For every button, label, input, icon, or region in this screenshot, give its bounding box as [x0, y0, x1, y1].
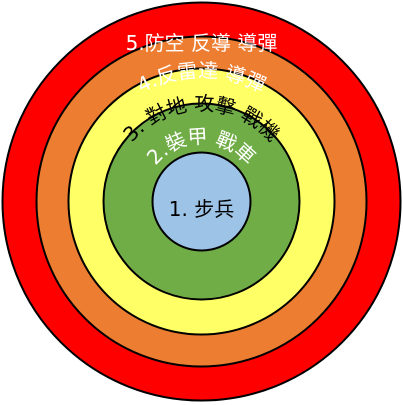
ring-5-label: 5.防空 反導 導彈	[126, 31, 278, 55]
ring-1-label: 1. 步兵	[169, 197, 234, 221]
ring-1-infantry	[151, 151, 252, 252]
